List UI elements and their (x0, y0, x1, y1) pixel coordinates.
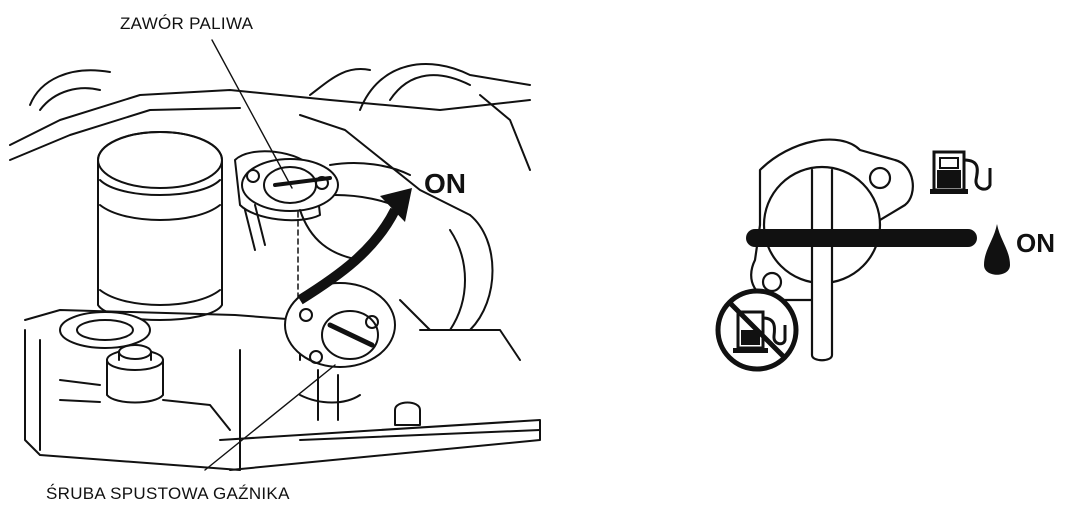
frame-line (400, 300, 430, 330)
no-fuel-icon (718, 291, 796, 369)
engine-illustration (0, 0, 560, 510)
valve-stem (812, 170, 832, 360)
flange-hole (763, 273, 781, 291)
frame-line (390, 75, 470, 100)
frame-line (450, 230, 465, 330)
drain-screw-label: ŚRUBA SPUSTOWA GAŹNIKA (46, 484, 290, 504)
floor-bolt (395, 403, 420, 426)
frame-line (40, 88, 100, 110)
carb-pipe (318, 370, 338, 420)
filter-body (98, 160, 222, 320)
fuel-pump-icon (930, 152, 990, 194)
floor (220, 420, 540, 470)
carb-pipe (300, 395, 360, 403)
frame-line (420, 330, 520, 360)
floor (300, 430, 540, 440)
flange-plate (751, 140, 913, 300)
frame-line (310, 69, 370, 95)
on-label-right: ON (1016, 228, 1055, 259)
tank-line (163, 400, 230, 430)
frame-line (480, 95, 530, 170)
base-ring (60, 312, 150, 348)
valve-disc (764, 167, 880, 283)
fuel-drop-icon (984, 224, 1010, 275)
flange-hole (870, 168, 890, 188)
frame-line (30, 70, 110, 105)
leader-drain-screw (205, 365, 335, 470)
cap-top (119, 345, 151, 359)
frame-line (470, 215, 493, 330)
frame-line (10, 90, 530, 145)
tank-line (60, 380, 100, 402)
on-label-left: ON (424, 168, 466, 200)
fuel-valve-label: ZAWÓR PALIWA (120, 14, 253, 34)
